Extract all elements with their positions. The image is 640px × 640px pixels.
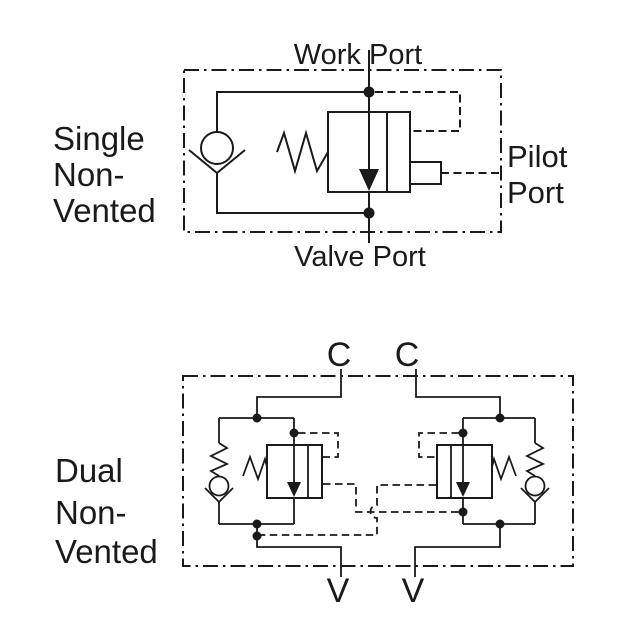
crossover-pilot-line-left-to-right bbox=[323, 483, 461, 513]
c1-port-label: C bbox=[327, 336, 352, 374]
diagram-title-line: Vented bbox=[55, 533, 158, 570]
v1-port-label: V bbox=[327, 572, 350, 610]
spring-icon bbox=[208, 442, 230, 477]
work-port-label: Work Port bbox=[294, 39, 422, 71]
diagram-title-line: Dual bbox=[55, 452, 123, 489]
relief-valve-box bbox=[266, 444, 323, 499]
pilot-actuator bbox=[409, 161, 442, 185]
junction-dot bbox=[252, 519, 262, 529]
relief-valve-box bbox=[327, 111, 411, 193]
dash-dot-enclosure bbox=[183, 69, 502, 233]
pilot-port-label-line: Pilot bbox=[507, 139, 568, 174]
check-valve-icon bbox=[204, 475, 234, 503]
v2-port-line bbox=[414, 524, 501, 577]
junction-dot bbox=[495, 413, 505, 423]
check-valve-ball bbox=[208, 475, 230, 497]
check-valve-icon bbox=[520, 475, 550, 503]
check-valve-branch-line bbox=[216, 91, 369, 132]
left-valve-assembly bbox=[204, 413, 342, 577]
check-valve-ball bbox=[200, 131, 234, 165]
spring-icon bbox=[242, 454, 268, 482]
flow-arrow-icon bbox=[359, 169, 379, 191]
check-valve-seat bbox=[520, 487, 550, 503]
check-valve-seat bbox=[188, 149, 246, 174]
flow-arrow-icon bbox=[287, 482, 301, 497]
valve-body bbox=[436, 444, 493, 499]
check-valve-seat bbox=[204, 487, 234, 503]
right-valve-assembly bbox=[414, 413, 550, 577]
spring-icon bbox=[524, 442, 546, 477]
relief-valve-box bbox=[436, 444, 493, 499]
dash-dot-enclosure bbox=[182, 375, 574, 567]
junction-dot bbox=[363, 207, 375, 219]
pilot-port-label-line: Port bbox=[507, 175, 564, 210]
pilot-dashed-line bbox=[298, 432, 339, 458]
v2-port-label: V bbox=[402, 572, 425, 610]
junction-dot bbox=[458, 507, 468, 517]
c1-port-line bbox=[256, 369, 342, 418]
v1-port-line bbox=[256, 524, 342, 577]
diagram-title-line: Non- bbox=[53, 156, 125, 193]
diagram-title-line: Vented bbox=[53, 192, 156, 229]
junction-dot bbox=[458, 428, 468, 438]
c2-port-label: C bbox=[395, 336, 420, 374]
junction-dot bbox=[252, 413, 262, 423]
flow-arrow-icon bbox=[456, 482, 470, 497]
junction-dot bbox=[495, 519, 505, 529]
single-non-vented-diagram: Single Non- Vented Work Port Valve Port … bbox=[53, 39, 568, 273]
check-valve-branch-line bbox=[216, 173, 369, 214]
diagram-title-line: Single bbox=[53, 120, 145, 157]
spring-icon bbox=[491, 454, 517, 482]
diagram-title-line: Non- bbox=[55, 494, 127, 531]
spring-icon bbox=[276, 129, 329, 175]
crossover-pilot-line-right-to-left bbox=[260, 484, 436, 536]
junction-dot bbox=[363, 86, 375, 98]
dual-non-vented-diagram: Dual Non- Vented C C V V bbox=[55, 336, 574, 610]
junction-dot bbox=[289, 428, 299, 438]
pilot-dashed-line bbox=[418, 432, 459, 458]
pilot-dashed-line bbox=[375, 91, 461, 132]
valve-port-label: Valve Port bbox=[294, 241, 426, 273]
check-valve-icon bbox=[188, 131, 246, 174]
junction-dot bbox=[252, 531, 262, 541]
check-valve-ball bbox=[524, 475, 546, 497]
c2-port-line bbox=[415, 369, 501, 418]
